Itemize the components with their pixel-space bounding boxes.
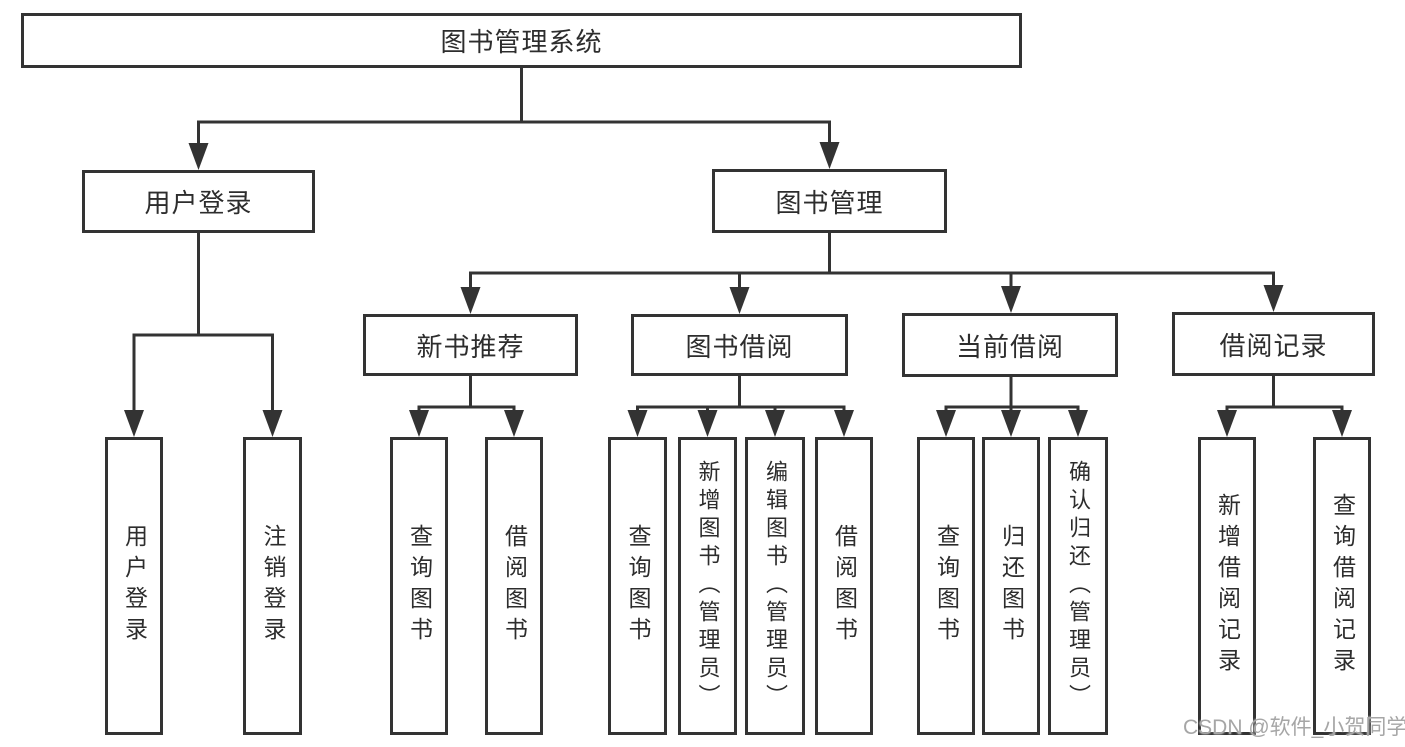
arrowhead <box>409 410 429 437</box>
connector-userlogin-to-leaves <box>132 233 274 415</box>
arrowhead <box>819 142 840 169</box>
arrowhead <box>1068 410 1088 437</box>
arrowheads <box>124 142 1352 437</box>
connector-curborrow-to-leaves <box>944 377 1080 415</box>
leaf-query-book-borrow: 查询图书 <box>608 437 667 735</box>
leaf-edit-book-admin: 编辑图书（管理员） <box>745 437 805 735</box>
arrowhead <box>627 410 648 437</box>
leaf-add-borrow-record: 新增借阅记录 <box>1198 437 1256 735</box>
node-borrow-record-label: 借阅记录 <box>1219 330 1328 361</box>
node-user-login-label: 用户登录 <box>144 188 253 218</box>
arrowhead <box>1332 410 1352 437</box>
leaf-return-book: 归还图书 <box>982 437 1040 735</box>
node-current-borrow-label: 当前借阅 <box>955 331 1064 362</box>
leaf-borrow-book-label: 借阅图书 <box>831 524 858 648</box>
arrowhead <box>765 410 785 437</box>
connector-newbook-to-leaves <box>417 376 516 415</box>
connector-bookmgmt-to-level3 <box>469 233 1275 292</box>
arrowhead <box>697 410 718 437</box>
leaf-query-book-borrow-label: 查询图书 <box>625 524 651 648</box>
leaf-user-login-label: 用户登录 <box>121 524 148 648</box>
leaf-add-borrow-record-label: 新增借阅记录 <box>1214 493 1241 679</box>
arrowhead <box>834 410 854 437</box>
arrowhead <box>124 410 144 437</box>
connector-bookborrow-to-leaves <box>636 376 846 415</box>
node-book-management: 图书管理 <box>712 169 947 233</box>
arrowhead <box>1001 410 1021 437</box>
node-new-book-recommend-label: 新书推荐 <box>416 331 525 362</box>
leaf-user-login: 用户登录 <box>105 437 163 735</box>
node-book-borrow-label: 图书借阅 <box>685 331 794 362</box>
leaf-query-borrow-record: 查询借阅记录 <box>1313 437 1371 735</box>
arrowhead <box>262 410 283 437</box>
leaf-logout: 注销登录 <box>243 437 302 735</box>
node-borrow-record: 借阅记录 <box>1172 312 1375 376</box>
leaf-return-book-label: 归还图书 <box>998 524 1025 648</box>
node-new-book-recommend: 新书推荐 <box>363 314 578 376</box>
node-user-login: 用户登录 <box>82 170 315 233</box>
leaf-borrow-book-recommend-label: 借阅图书 <box>501 524 528 648</box>
arrowhead <box>188 143 209 170</box>
node-current-borrow: 当前借阅 <box>902 313 1118 377</box>
leaf-confirm-return-admin: 确认归还（管理员） <box>1048 437 1108 735</box>
leaf-add-book-admin-label: 新增图书（管理员） <box>695 460 721 712</box>
leaf-edit-book-admin-label: 编辑图书（管理员） <box>763 460 788 712</box>
leaf-query-book-recommend-label: 查询图书 <box>406 524 433 648</box>
leaf-query-book-current-label: 查询图书 <box>933 524 960 648</box>
leaf-borrow-book: 借阅图书 <box>815 437 873 735</box>
leaf-query-borrow-record-label: 查询借阅记录 <box>1329 493 1356 679</box>
arrowhead <box>1217 410 1237 437</box>
leaf-borrow-book-recommend: 借阅图书 <box>485 437 543 735</box>
leaf-query-book-current: 查询图书 <box>917 437 975 735</box>
arrowhead <box>1263 285 1284 312</box>
node-root-label: 图书管理系统 <box>440 27 603 57</box>
leaf-query-book-recommend: 查询图书 <box>390 437 448 735</box>
leaf-confirm-return-admin-label: 确认归还（管理员） <box>1066 460 1091 712</box>
arrowhead <box>504 410 524 437</box>
connector-borrowrec-to-leaves <box>1225 376 1344 415</box>
node-book-borrow: 图书借阅 <box>631 314 848 376</box>
arrowhead <box>729 287 750 314</box>
connector-root-to-level2 <box>197 68 831 148</box>
arrowhead <box>1001 286 1021 313</box>
csdn-watermark: CSDN @软件_小贺同学 <box>1183 716 1405 739</box>
leaf-logout-label: 注销登录 <box>260 524 286 648</box>
arrowhead <box>936 410 956 437</box>
node-root: 图书管理系统 <box>21 13 1022 68</box>
node-book-management-label: 图书管理 <box>775 187 884 218</box>
leaf-add-book-admin: 新增图书（管理员） <box>678 437 737 735</box>
arrowhead <box>460 287 481 314</box>
